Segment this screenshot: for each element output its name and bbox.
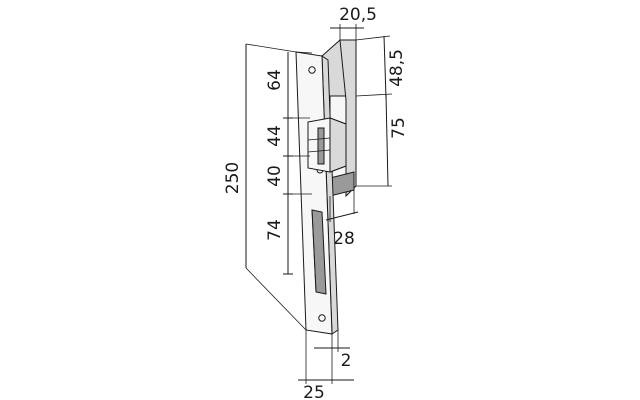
dim-housing-depth: 28 — [333, 229, 355, 249]
dim-gap-section: 40 — [265, 165, 285, 187]
dim-bottom-section: 74 — [265, 219, 285, 241]
mounting-hole-bottom — [318, 314, 326, 322]
dim-plate-width: 25 — [303, 383, 325, 400]
dim-plate-thickness: 2 — [341, 351, 352, 371]
dim-latch-section: 44 — [265, 125, 285, 147]
dim-housing-height: 75 — [389, 117, 409, 139]
lower-slot — [311, 209, 327, 295]
dim-overall-height: 250 — [223, 162, 243, 194]
mounting-hole-top — [308, 66, 316, 74]
left-dimension-lines — [245, 43, 312, 331]
right-dimension-lines — [298, 24, 393, 384]
dim-depth-top: 20,5 — [339, 5, 377, 25]
dim-top-section: 64 — [265, 69, 285, 91]
dim-housing-top: 48,5 — [387, 49, 407, 87]
latch — [307, 117, 347, 173]
